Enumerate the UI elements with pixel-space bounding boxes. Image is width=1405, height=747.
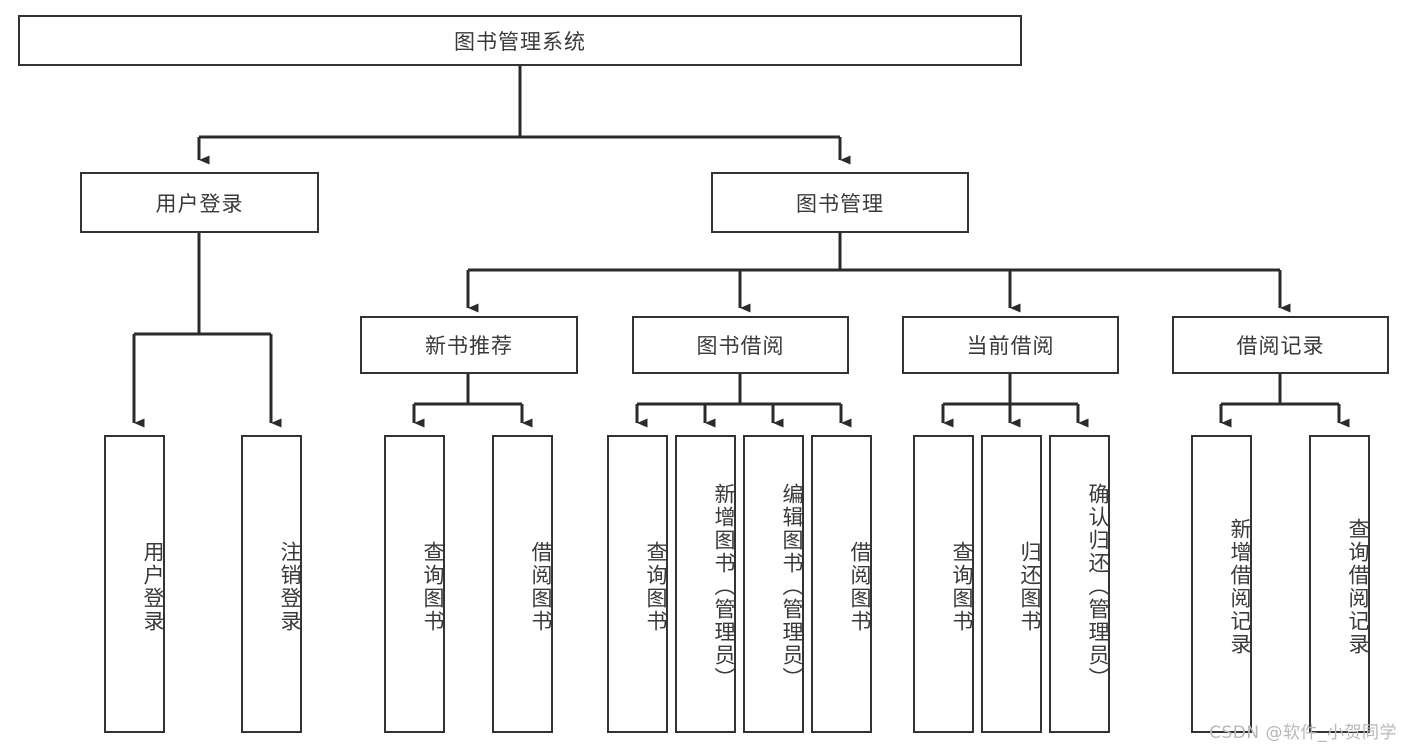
leaf-query-book-current[interactable]: 查询图书	[913, 435, 974, 733]
node-book-management[interactable]: 图书管理	[711, 172, 969, 233]
node-book-borrow[interactable]: 图书借阅	[632, 316, 849, 374]
leaf-confirm-return-admin[interactable]: 确认归还（管理员）	[1049, 435, 1110, 733]
leaf-query-book-recommend[interactable]: 查询图书	[384, 435, 445, 733]
node-user-login-label: 用户登录	[155, 191, 244, 216]
node-root[interactable]: 图书管理系统	[18, 15, 1022, 66]
leaf-add-borrow-record-label: 新增借阅记录	[1228, 518, 1252, 656]
leaf-add-book-admin-label: 新增图书（管理员）	[712, 482, 736, 690]
node-current-borrow-label: 当前借阅	[966, 334, 1055, 358]
leaf-borrow-book-borrow[interactable]: 借阅图书	[811, 435, 872, 733]
node-borrow-record[interactable]: 借阅记录	[1172, 316, 1389, 374]
leaf-borrow-book-recommend[interactable]: 借阅图书	[492, 435, 553, 733]
node-new-book-recommend-label: 新书推荐	[425, 334, 513, 358]
node-book-borrow-label: 图书借阅	[696, 334, 785, 358]
leaf-edit-book-admin-label: 编辑图书（管理员）	[780, 482, 804, 690]
leaf-add-borrow-record[interactable]: 新增借阅记录	[1191, 435, 1252, 733]
leaf-return-book[interactable]: 归还图书	[981, 435, 1042, 733]
leaf-query-borrow-record-label: 查询借阅记录	[1346, 518, 1370, 656]
csdn-watermark: CSDN @软件_小贺同学	[1209, 723, 1397, 743]
node-user-login[interactable]: 用户登录	[80, 172, 319, 233]
node-book-management-label: 图书管理	[796, 191, 884, 216]
leaf-add-book-admin[interactable]: 新增图书（管理员）	[675, 435, 736, 733]
leaf-query-book-recommend-label: 查询图书	[421, 541, 445, 633]
node-new-book-recommend[interactable]: 新书推荐	[360, 316, 578, 374]
leaf-edit-book-admin[interactable]: 编辑图书（管理员）	[743, 435, 804, 733]
leaf-confirm-return-admin-label: 确认归还（管理员）	[1086, 482, 1110, 690]
leaf-user-login[interactable]: 用户登录	[104, 435, 165, 733]
leaf-borrow-book-borrow-label: 借阅图书	[848, 541, 872, 633]
leaf-query-book-borrow-label: 查询图书	[644, 541, 668, 633]
node-borrow-record-label: 借阅记录	[1236, 334, 1325, 358]
leaf-logout-label: 注销登录	[278, 541, 302, 633]
leaf-query-borrow-record[interactable]: 查询借阅记录	[1309, 435, 1370, 733]
leaf-borrow-book-recommend-label: 借阅图书	[529, 541, 553, 633]
leaf-query-book-borrow[interactable]: 查询图书	[607, 435, 668, 733]
leaf-logout[interactable]: 注销登录	[241, 435, 302, 733]
node-current-borrow[interactable]: 当前借阅	[902, 316, 1119, 374]
leaf-return-book-label: 归还图书	[1018, 541, 1042, 633]
leaf-query-book-current-label: 查询图书	[950, 541, 974, 633]
node-root-label: 图书管理系统	[454, 29, 586, 54]
leaf-user-login-label: 用户登录	[141, 541, 165, 633]
